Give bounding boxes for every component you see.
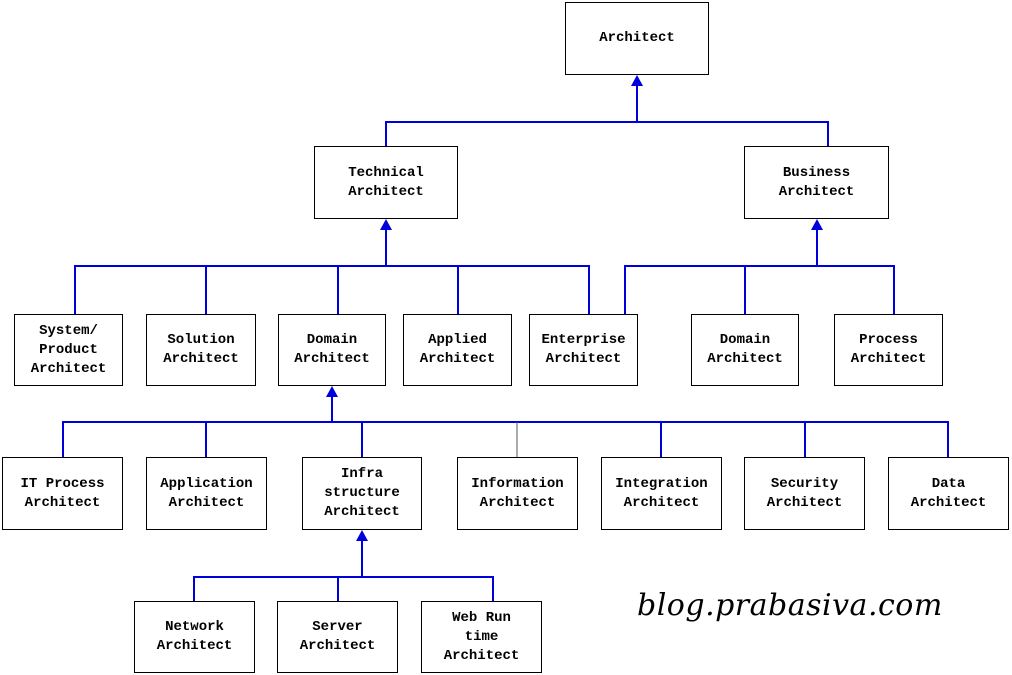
node-enterprise-architect: Enterprise Architect [529, 314, 638, 386]
node-integration-architect-label: Integration Architect [615, 475, 708, 511]
node-business-architect: Business Architect [744, 146, 889, 219]
node-network-architect: Network Architect [134, 601, 255, 673]
node-information-architect: Information Architect [457, 457, 578, 530]
arrowhead-domain-architect [326, 386, 338, 397]
arrowhead-business-architect [811, 219, 823, 230]
node-process-architect-label: Process Architect [850, 332, 927, 367]
arrowhead-infrastructure-architect [356, 530, 368, 541]
node-domain-architect-technical-label: Domain Architect [294, 332, 370, 367]
arrowhead-technical-architect [380, 219, 392, 230]
node-data-architect-label: Data Architect [910, 475, 987, 511]
node-applied-architect-label: Applied Architect [419, 332, 496, 367]
node-application-architect: Application Architect [146, 457, 267, 530]
node-system-product-architect-label: System/ Product Architect [30, 322, 107, 377]
node-application-architect-label: Application Architect [160, 475, 253, 511]
connector-to-domain-architect [62, 396, 949, 457]
node-web-runtime-architect: Web Run time Architect [421, 601, 542, 673]
node-server-architect: Server Architect [277, 601, 398, 673]
node-domain-architect-business-label: Domain Architect [707, 332, 783, 367]
node-web-runtime-architect-label: Web Run time Architect [443, 609, 520, 664]
node-architect: Architect [565, 2, 709, 75]
connector-to-technical-architect [74, 229, 590, 314]
node-system-product-architect: System/ Product Architect [14, 314, 123, 386]
node-infrastructure-architect-label: Infra structure Architect [324, 466, 400, 520]
node-business-architect-label: Business Architect [778, 164, 855, 200]
node-architect-label: Architect [599, 30, 675, 46]
node-data-architect: Data Architect [888, 457, 1009, 530]
node-infrastructure-architect: Infra structure Architect [302, 457, 422, 530]
node-applied-architect: Applied Architect [403, 314, 512, 386]
connector-to-infrastructure-architect [193, 540, 494, 601]
node-technical-architect: Technical Architect [314, 146, 458, 219]
node-solution-architect-label: Solution Architect [163, 332, 239, 367]
node-it-process-architect: IT Process Architect [2, 457, 123, 530]
node-domain-architect-business: Domain Architect [691, 314, 799, 386]
node-domain-architect-technical: Domain Architect [278, 314, 386, 386]
node-process-architect: Process Architect [834, 314, 943, 386]
node-technical-architect-label: Technical Architect [348, 164, 424, 200]
node-solution-architect: Solution Architect [146, 314, 256, 386]
node-security-architect-label: Security Architect [766, 475, 843, 511]
blog-watermark: blog.prabasiva.com [637, 588, 943, 623]
node-network-architect-label: Network Architect [156, 619, 233, 654]
node-integration-architect: Integration Architect [601, 457, 722, 530]
arrowhead-architect [631, 75, 643, 86]
node-security-architect: Security Architect [744, 457, 865, 530]
node-information-architect-label: Information Architect [471, 475, 564, 511]
connector-to-business-architect [624, 229, 895, 314]
connector-to-architect [385, 85, 829, 146]
node-it-process-architect-label: IT Process Architect [20, 475, 105, 511]
node-enterprise-architect-label: Enterprise Architect [541, 332, 626, 367]
node-server-architect-label: Server Architect [299, 619, 376, 654]
